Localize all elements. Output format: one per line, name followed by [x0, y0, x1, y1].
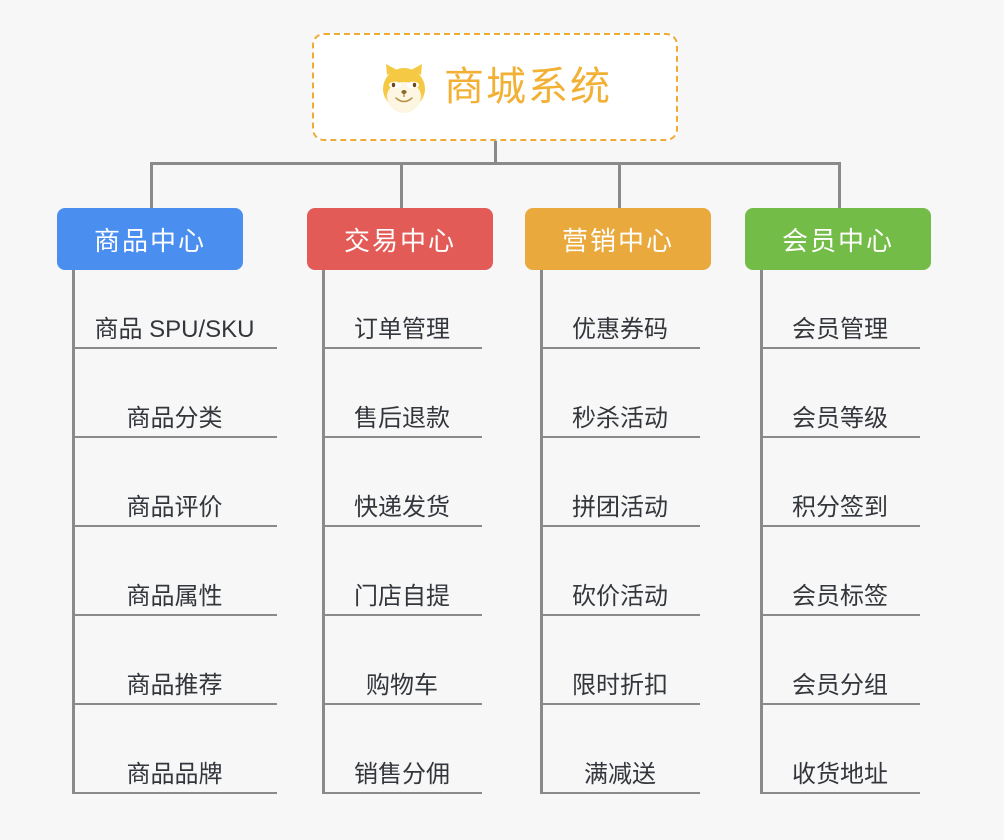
leaf-item[interactable]: 商品 SPU/SKU — [72, 294, 277, 349]
leaf-item-label: 会员管理 — [792, 315, 888, 343]
leaf-item[interactable]: 商品评价 — [72, 472, 277, 527]
branch-spine-connector — [72, 270, 75, 794]
leaf-item[interactable]: 收货地址 — [760, 739, 920, 794]
leaf-item-label: 优惠券码 — [572, 315, 668, 343]
leaf-item[interactable]: 限时折扣 — [540, 650, 700, 705]
branch-spine-connector — [540, 270, 543, 794]
leaf-item[interactable]: 售后退款 — [322, 383, 482, 438]
leaf-item[interactable]: 门店自提 — [322, 561, 482, 616]
leaf-item-label: 商品品牌 — [126, 760, 223, 788]
leaf-item-label: 积分签到 — [792, 493, 888, 521]
branch-label: 交易中心 — [343, 225, 456, 256]
leaf-item-label: 商品评价 — [126, 493, 223, 521]
leaf-item[interactable]: 会员等级 — [760, 383, 920, 438]
leaf-item-label: 订单管理 — [354, 315, 450, 343]
leaf-item-label: 收货地址 — [792, 760, 888, 788]
branch-spine-connector — [322, 270, 325, 794]
branch-node-1[interactable]: 商品中心 — [57, 208, 243, 270]
leaf-item-label: 满减送 — [584, 760, 656, 788]
branch-drop-connector — [150, 162, 153, 208]
leaf-item-label: 限时折扣 — [572, 671, 668, 699]
leaf-item-label: 商品推荐 — [126, 671, 223, 699]
branch-node-3[interactable]: 营销中心 — [525, 208, 711, 270]
leaf-item[interactable]: 商品分类 — [72, 383, 277, 438]
branch-label: 营销中心 — [561, 225, 674, 256]
leaf-item-label: 购物车 — [366, 671, 438, 699]
root-title: 商城系统 — [444, 65, 612, 109]
leaf-item[interactable]: 商品属性 — [72, 561, 277, 616]
leaf-item-label: 会员分组 — [792, 671, 888, 699]
leaf-item[interactable]: 会员标签 — [760, 561, 920, 616]
leaf-item-label: 门店自提 — [354, 582, 450, 610]
leaf-item[interactable]: 销售分佣 — [322, 739, 482, 794]
leaf-item[interactable]: 订单管理 — [322, 294, 482, 349]
leaf-item[interactable]: 积分签到 — [760, 472, 920, 527]
leaf-item[interactable]: 拼团活动 — [540, 472, 700, 527]
branch-drop-connector — [838, 162, 841, 208]
branch-node-4[interactable]: 会员中心 — [745, 208, 931, 270]
leaf-item[interactable]: 购物车 — [322, 650, 482, 705]
shiba-dog-face-icon — [378, 61, 430, 113]
leaf-item-label: 快递发货 — [354, 493, 450, 521]
branch-node-2[interactable]: 交易中心 — [307, 208, 493, 270]
branch-label: 会员中心 — [781, 225, 894, 256]
leaf-item-label: 销售分佣 — [354, 760, 450, 788]
branch-drop-connector — [618, 162, 621, 208]
branch-label: 商品中心 — [93, 225, 206, 256]
leaf-item-label: 拼团活动 — [572, 493, 668, 521]
branch-drop-connector — [400, 162, 403, 208]
root-node[interactable]: 商城系统 — [312, 33, 678, 141]
leaf-item[interactable]: 会员管理 — [760, 294, 920, 349]
leaf-item-label: 商品属性 — [126, 582, 223, 610]
leaf-item-label: 秒杀活动 — [572, 404, 668, 432]
leaf-item[interactable]: 砍价活动 — [540, 561, 700, 616]
branch-bus-connector — [150, 162, 840, 165]
root-stem-connector — [494, 141, 497, 165]
leaf-item[interactable]: 秒杀活动 — [540, 383, 700, 438]
leaf-item[interactable]: 会员分组 — [760, 650, 920, 705]
leaf-item-label: 售后退款 — [354, 404, 450, 432]
leaf-item[interactable]: 商品推荐 — [72, 650, 277, 705]
leaf-item[interactable]: 满减送 — [540, 739, 700, 794]
leaf-item-label: 会员等级 — [792, 404, 888, 432]
leaf-item-label: 商品 SPU/SKU — [94, 315, 255, 343]
leaf-item-label: 砍价活动 — [572, 582, 668, 610]
leaf-item-label: 商品分类 — [126, 404, 223, 432]
leaf-item[interactable]: 优惠券码 — [540, 294, 700, 349]
branch-spine-connector — [760, 270, 763, 794]
leaf-item[interactable]: 商品品牌 — [72, 739, 277, 794]
leaf-item-label: 会员标签 — [792, 582, 888, 610]
leaf-item[interactable]: 快递发货 — [322, 472, 482, 527]
